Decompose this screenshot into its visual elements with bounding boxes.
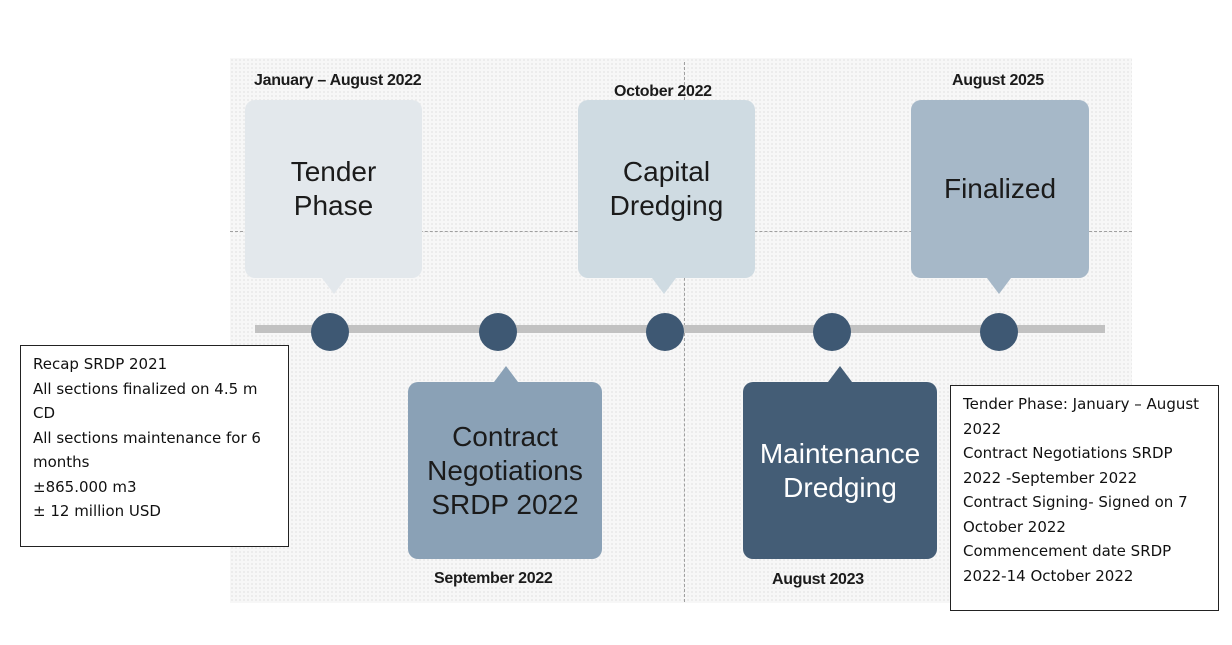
note-line: Contract Negotiations SRDP 2022 -Septemb… <box>963 444 1173 487</box>
maintenance-pointer <box>828 366 852 382</box>
timeline-dot-tender <box>311 313 349 351</box>
contract-pointer <box>494 366 518 382</box>
capital-dredging-label: Capital Dredging <box>609 156 724 221</box>
tender-phase-pointer <box>322 278 346 294</box>
capital-dredging-card: Capital Dredging <box>578 100 755 278</box>
recap-srdp-2021-note: Recap SRDP 2021 All sections finalized o… <box>20 345 289 547</box>
tender-phase-date: January – August 2022 <box>254 72 422 89</box>
finalized-label: Finalized <box>943 173 1057 204</box>
tender-phase-card: Tender Phase <box>245 100 422 278</box>
note-line: ± 12 million USD <box>33 502 161 520</box>
finalized-date: August 2025 <box>952 72 1044 89</box>
finalized-card: Finalized <box>911 100 1089 278</box>
capital-dredging-date: October 2022 <box>614 83 712 100</box>
note-line: Commencement date SRDP 2022-14 October 2… <box>963 542 1172 585</box>
srdp-2022-summary-note: Tender Phase: January – August 2022 Cont… <box>950 385 1219 611</box>
note-line: All sections maintenance for 6 months <box>33 428 261 472</box>
note-line: Tender Phase: January – August 2022 <box>963 395 1200 438</box>
tender-phase-label: Tender Phase <box>290 156 377 221</box>
capital-dredging-pointer <box>652 278 676 294</box>
maintenance-dredging-card: Maintenance Dredging <box>743 382 937 559</box>
timeline-dot-capital <box>646 313 684 351</box>
timeline-dot-finalized <box>980 313 1018 351</box>
contract-negotiations-label: Contract Negotiations SRDP 2022 <box>427 420 583 520</box>
note-line: ±865.000 m3 <box>33 477 137 496</box>
note-line: Recap SRDP 2021 <box>33 355 168 373</box>
maintenance-dredging-label: Maintenance Dredging <box>759 437 921 503</box>
timeline-dot-maintenance <box>813 313 851 351</box>
maintenance-dredging-date: August 2023 <box>772 571 864 588</box>
contract-negotiations-date: September 2022 <box>434 570 553 587</box>
contract-negotiations-card: Contract Negotiations SRDP 2022 <box>408 382 602 559</box>
note-line: All sections finalized on 4.5 m CD <box>33 379 258 423</box>
timeline-dot-contract <box>479 313 517 351</box>
note-line: Contract Signing- Signed on 7 October 20… <box>963 493 1188 536</box>
finalized-pointer <box>987 278 1011 294</box>
